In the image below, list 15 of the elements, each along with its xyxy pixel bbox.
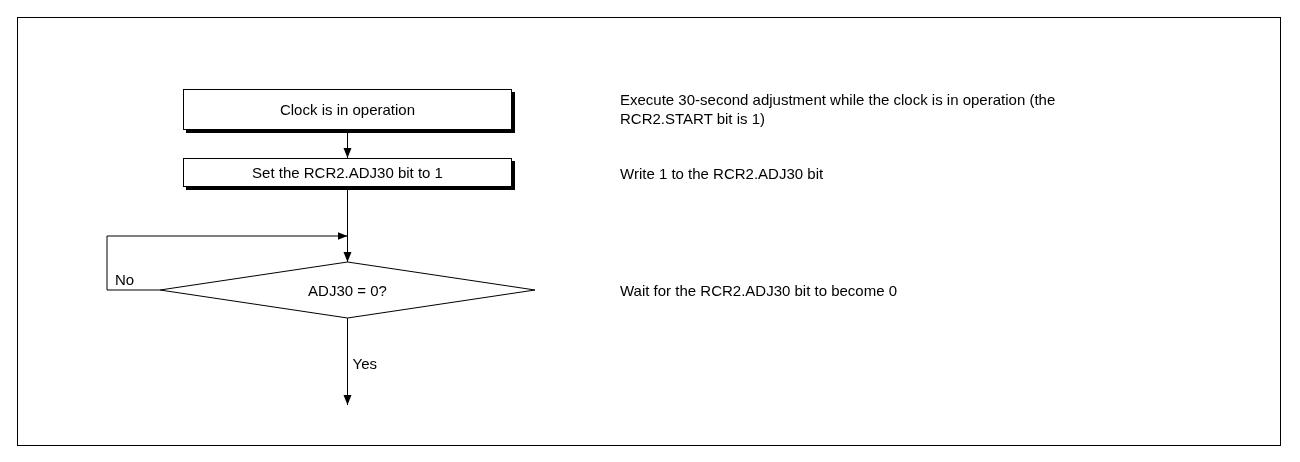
node-text: Set the RCR2.ADJ30 bit to 1	[252, 164, 443, 181]
node-text: Clock is in operation	[279, 101, 416, 118]
annotation-text: Write 1 to the RCR2.ADJ30 bit	[620, 164, 825, 183]
edge-label: Yes	[352, 356, 377, 372]
arrow	[106, 232, 348, 291]
process-box	[183, 89, 512, 130]
annotation-text: Execute 30-second adjustment while the clock is in operation (the RCR2.START bit is 1)	[620, 90, 1057, 128]
arrow	[343, 317, 352, 406]
node-text: ADJ30 = 0?	[308, 281, 387, 299]
arrow	[343, 132, 352, 159]
edge-label: No	[115, 272, 135, 288]
annotation-text: Wait for the RCR2.ADJ30 bit to become 0	[620, 281, 899, 300]
process-box	[183, 158, 512, 187]
arrow	[343, 189, 352, 263]
decision-diamond	[160, 262, 535, 318]
